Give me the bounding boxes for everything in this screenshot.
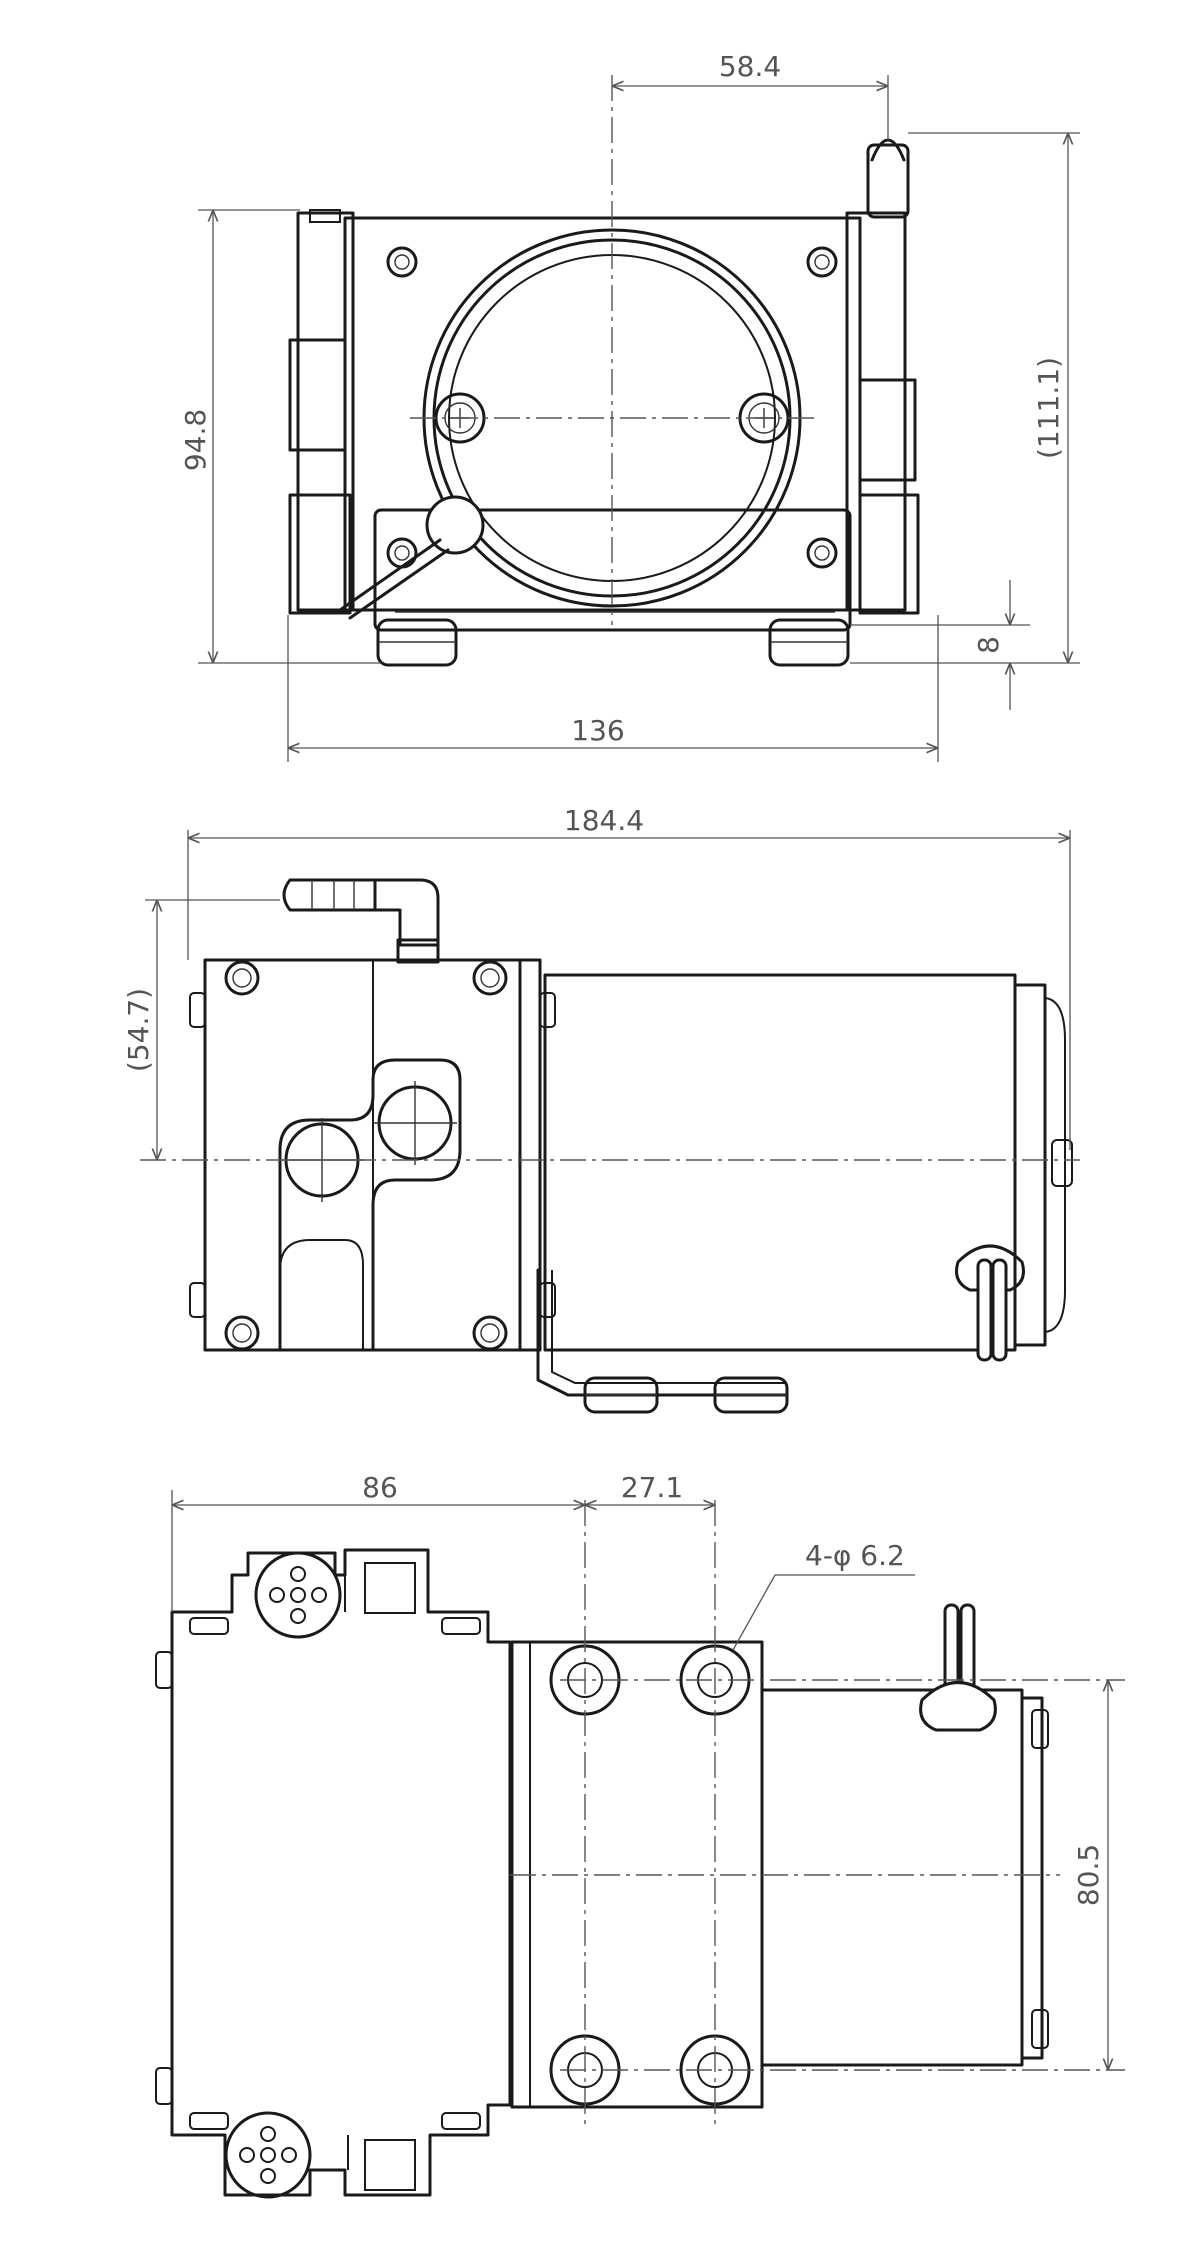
side-view: 184.4 (54.7) — [122, 804, 1080, 1414]
dim-label-8: 8 — [972, 636, 1005, 654]
front-top-nozzle — [866, 143, 910, 219]
side-hose-fitting — [282, 878, 440, 964]
dim-label-184-4: 184.4 — [564, 804, 644, 837]
dim-label-54-7: (54.7) — [122, 988, 155, 1072]
top-motor-body — [760, 1688, 1024, 2067]
dim-front-width: 136 — [287, 615, 939, 762]
top-motor-endcap — [1020, 1696, 1044, 2060]
dim-front-center-offset: 58.4 — [612, 50, 889, 140]
dim-label-27-1: 27.1 — [621, 1471, 683, 1504]
dim-front-height: 94.8 — [179, 209, 380, 664]
top-pump-head — [170, 1548, 512, 2197]
dim-label-86: 86 — [362, 1471, 398, 1504]
dim-top-head-length: 86 — [171, 1471, 585, 1612]
dim-front-base-height: 8 — [850, 580, 1080, 710]
dim-label-111-1: (111.1) — [1032, 357, 1065, 459]
front-right-clamp — [845, 211, 907, 612]
dim-label-136: 136 — [571, 714, 624, 747]
dim-top-hole-span: 80.5 — [1072, 1680, 1108, 2070]
side-motor-endcap — [1013, 983, 1047, 1347]
front-drain-lever — [338, 495, 485, 620]
side-motor-leads — [955, 1244, 1025, 1362]
dim-label-80-5: 80.5 — [1072, 1844, 1105, 1906]
side-bracket — [536, 1268, 787, 1397]
dim-top-hole-pitch: 27.1 — [585, 1471, 715, 1505]
dim-side-length: 184.4 — [187, 804, 1071, 1150]
top-motor-leads — [919, 1603, 997, 1732]
front-left-clamp — [296, 211, 355, 612]
side-cutout — [278, 1058, 462, 1352]
side-motor-body — [543, 973, 1017, 1352]
dim-label-hole-spec: 4-φ 6.2 — [805, 1539, 905, 1572]
front-view: 58.4 94.8 (111.1) 8 136 — [179, 50, 1080, 762]
top-view: 86 27.1 4-φ 6.2 80.5 — [155, 1471, 1125, 2199]
dim-label-94-8: 94.8 — [179, 409, 212, 471]
side-head-bolts — [224, 960, 508, 1351]
top-connector-upper — [254, 1551, 342, 1639]
dim-top-hole-callout: 4-φ 6.2 — [732, 1539, 915, 1651]
top-connector-lower — [224, 2111, 312, 2199]
dim-side-port-height: (54.7) — [122, 899, 280, 1160]
dim-label-58-4: 58.4 — [719, 50, 781, 83]
dim-front-total-height: (111.1) — [908, 132, 1080, 663]
